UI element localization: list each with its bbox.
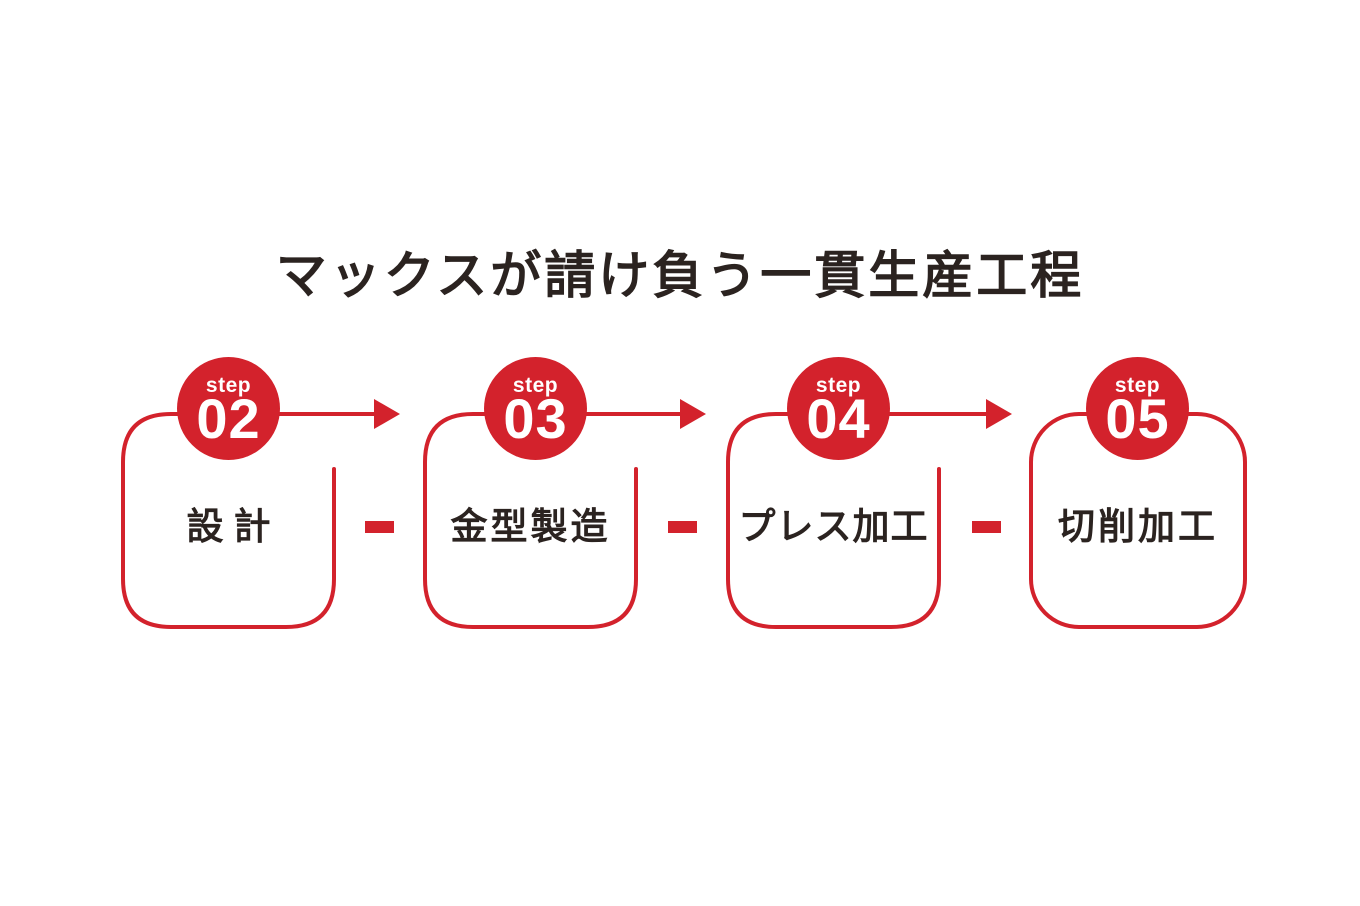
process-box-outline-2 xyxy=(423,412,682,629)
step-badge-number: 04 xyxy=(806,387,871,451)
step-badge-03: step 03 xyxy=(484,357,587,460)
step-badge-word: step xyxy=(1114,374,1161,398)
step-badge-word: step xyxy=(205,374,252,398)
process-label-press-working: プレス加工 xyxy=(738,506,929,547)
dash-connector-icon xyxy=(972,521,1001,533)
step-badge-04: step 04 xyxy=(787,357,890,460)
process-box-outline-3 xyxy=(726,412,988,629)
process-label-mold-manufacturing: 金型製造 xyxy=(450,506,611,547)
process-label-cutting-working: 切削加工 xyxy=(1058,506,1218,547)
arrow-right-icon xyxy=(986,399,1012,429)
dash-connector-icon xyxy=(668,521,697,533)
process-label-design: 設計 xyxy=(186,506,281,547)
arrow-right-icon xyxy=(680,399,706,429)
step-badge-05: step 05 xyxy=(1086,357,1189,460)
step-badge-word: step xyxy=(512,374,559,398)
step-badge-number: 03 xyxy=(503,387,568,451)
step-badge-02: step 02 xyxy=(177,357,280,460)
step-badge-number: 02 xyxy=(196,387,261,451)
step-badge-number: 05 xyxy=(1105,387,1170,451)
diagram-title: マックスが請け負う一貫生産工程 xyxy=(275,247,1085,304)
process-box-outline-1 xyxy=(121,412,376,629)
arrow-right-icon xyxy=(374,399,400,429)
step-badge-word: step xyxy=(815,374,862,398)
dash-connector-icon xyxy=(365,521,394,533)
